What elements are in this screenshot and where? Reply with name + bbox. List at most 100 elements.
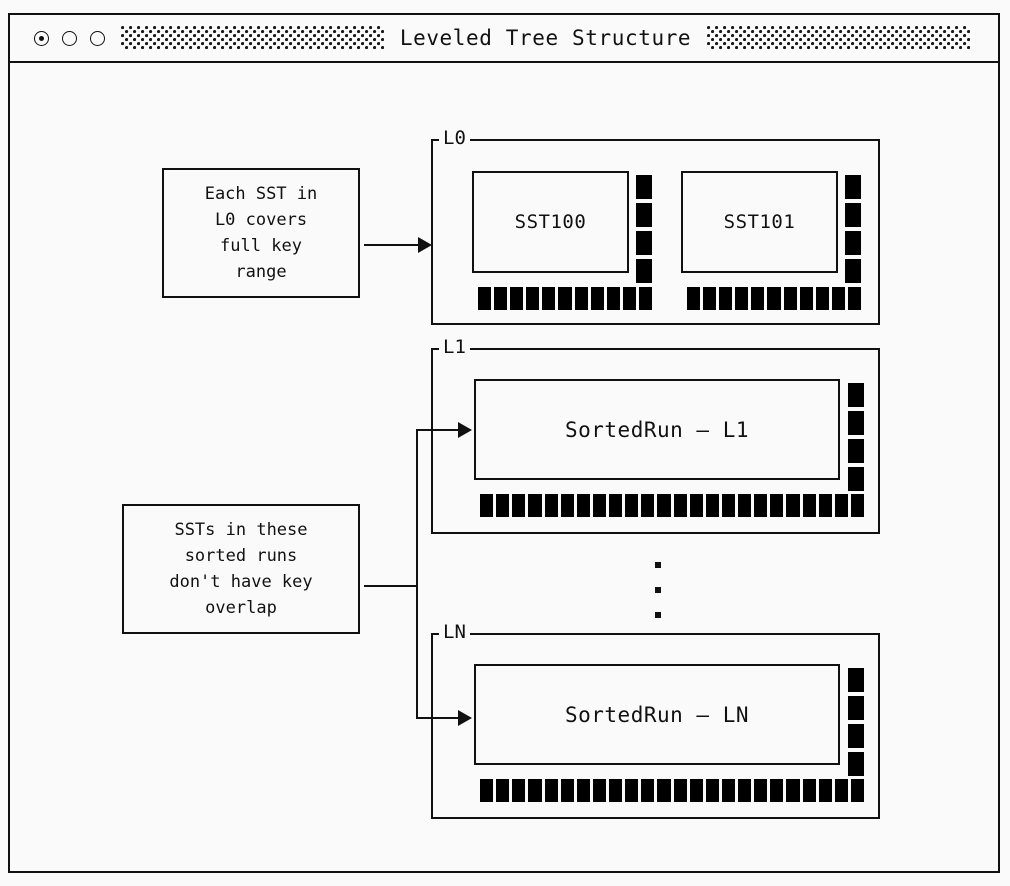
block <box>689 494 703 517</box>
block <box>831 287 845 310</box>
diagram-canvas: L0 SST100 SST101 <box>10 63 998 871</box>
block <box>544 494 558 517</box>
block <box>622 287 636 310</box>
block <box>845 175 861 199</box>
block <box>590 287 604 310</box>
block <box>576 779 590 802</box>
block <box>848 467 864 491</box>
block <box>818 494 832 517</box>
sorted-run-branch-ln <box>416 717 460 719</box>
sst-box-sst101-label: SST101 <box>723 211 796 233</box>
sst-sst100-hblocks <box>478 287 653 310</box>
block <box>496 494 510 517</box>
block <box>636 175 652 199</box>
block <box>770 779 784 802</box>
block <box>638 287 653 310</box>
block <box>770 494 784 517</box>
block <box>558 287 572 310</box>
level-group-l1-label: L1 <box>439 337 470 357</box>
block <box>815 287 829 310</box>
block <box>850 494 864 517</box>
block <box>799 287 813 310</box>
block <box>848 383 864 407</box>
block <box>767 287 781 310</box>
block <box>641 494 655 517</box>
block <box>848 439 864 463</box>
block <box>783 287 797 310</box>
block <box>606 287 620 310</box>
sorted-run-ln-vblocks <box>848 668 864 776</box>
sst-sst100-vblocks <box>636 175 652 283</box>
block <box>754 779 768 802</box>
block <box>657 779 671 802</box>
block <box>848 752 864 776</box>
block <box>636 231 652 255</box>
window-frame: Leveled Tree Structure L0 SST100 <box>8 13 1000 873</box>
block <box>705 779 719 802</box>
block <box>544 779 558 802</box>
window-control-minimize-icon[interactable] <box>62 30 77 46</box>
block <box>719 287 733 310</box>
block <box>689 779 703 802</box>
sorted-run-branch-l1 <box>416 429 460 431</box>
note-box-sorted-run-overlap-text: SSTs in these sorted runs don't have key… <box>169 520 313 618</box>
window-control-close-icon[interactable] <box>90 30 105 46</box>
block <box>496 779 510 802</box>
block <box>609 494 623 517</box>
block <box>542 287 556 310</box>
level-group-ln: LN <box>431 622 880 819</box>
block <box>703 287 717 310</box>
sst-box-sst101[interactable]: SST101 <box>681 171 838 273</box>
block <box>657 494 671 517</box>
note-box-l0-coverage-text: Each SST in L0 covers full key range <box>204 184 318 282</box>
block <box>721 779 735 802</box>
title-hatch-left <box>121 26 384 50</box>
block <box>625 779 639 802</box>
block <box>848 696 864 720</box>
levels-ellipsis <box>655 562 661 618</box>
block <box>574 287 588 310</box>
block <box>738 779 752 802</box>
level-group-l0: L0 <box>431 128 880 325</box>
sorted-run-box-ln-label: SortedRun – LN <box>564 702 749 727</box>
block <box>673 779 687 802</box>
window-control-target-icon[interactable] <box>34 30 49 46</box>
sorted-run-trunk <box>416 429 418 719</box>
ellipsis-dot <box>655 587 661 593</box>
sorted-run-box-l1[interactable]: SortedRun – L1 <box>474 379 840 480</box>
block <box>528 494 542 517</box>
block <box>845 231 861 255</box>
title-bar: Leveled Tree Structure <box>10 15 998 63</box>
block <box>705 494 719 517</box>
block <box>845 259 861 283</box>
block <box>687 287 701 310</box>
block <box>512 779 526 802</box>
block <box>735 287 749 310</box>
level-group-l0-label: L0 <box>439 128 470 148</box>
block <box>592 494 606 517</box>
sst-sst101-hblocks <box>687 287 862 310</box>
block <box>738 494 752 517</box>
sorted-run-box-l1-label: SortedRun – L1 <box>564 417 749 442</box>
level-group-l1: L1 <box>431 337 880 534</box>
block <box>754 494 768 517</box>
block <box>641 779 655 802</box>
block <box>847 287 862 310</box>
block <box>636 259 652 283</box>
sorted-run-l1-hblocks <box>480 494 864 517</box>
block <box>480 494 494 517</box>
sorted-run-arrow-l1 <box>458 422 472 438</box>
sorted-run-box-ln[interactable]: SortedRun – LN <box>474 664 840 765</box>
block <box>528 779 542 802</box>
block <box>834 494 848 517</box>
block <box>526 287 540 310</box>
block <box>834 779 848 802</box>
window-controls <box>34 30 105 46</box>
block <box>592 779 606 802</box>
block <box>786 494 800 517</box>
note-box-sorted-run-overlap: SSTs in these sorted runs don't have key… <box>122 504 360 634</box>
note-l0-connector-line <box>364 244 420 246</box>
note-l0-connector-arrow <box>418 237 432 253</box>
sst-box-sst100[interactable]: SST100 <box>472 171 629 273</box>
block <box>673 494 687 517</box>
